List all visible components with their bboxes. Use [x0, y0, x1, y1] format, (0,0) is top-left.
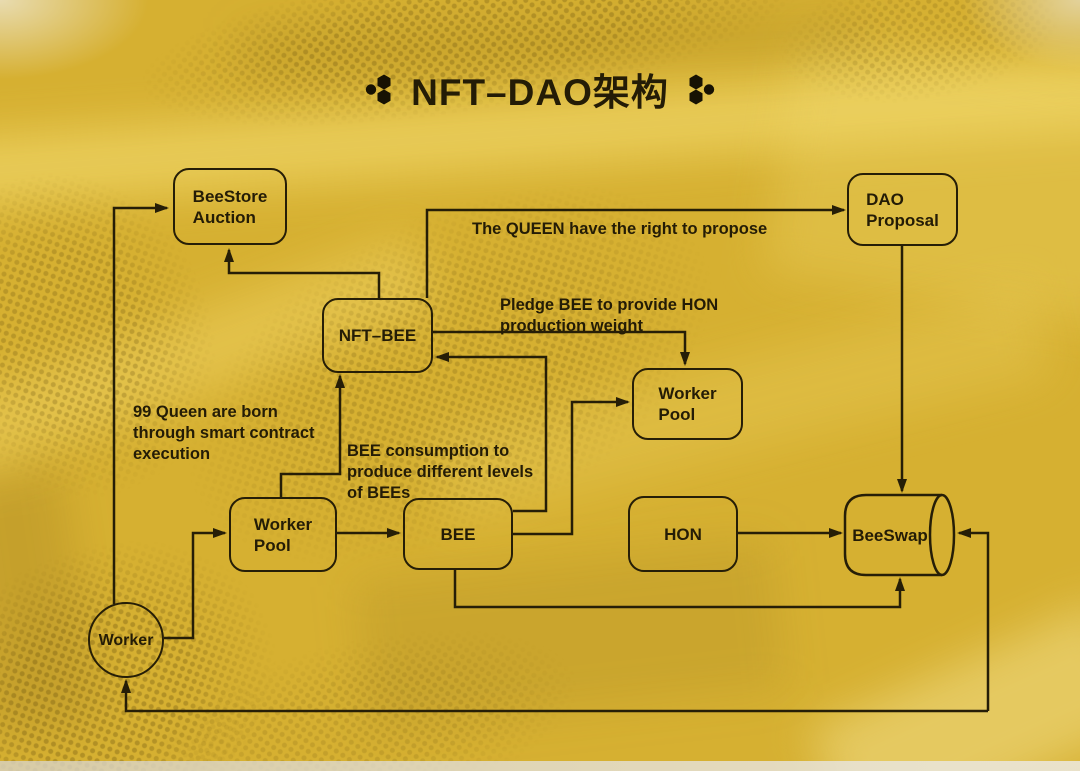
node-beestore-auction: BeeStore Auction	[173, 168, 287, 245]
beeswap-cylinder-cap	[928, 493, 956, 577]
edge-nftbee-to-worker-pool-right	[433, 330, 690, 366]
node-bee: BEE	[403, 498, 513, 570]
node-worker-pool-left: Worker Pool	[229, 497, 337, 572]
edge-bee-to-worker-pool-right	[513, 397, 630, 536]
edge-bee-to-nftbee	[435, 352, 548, 513]
edge-worker-to-worker-pool-left	[164, 528, 227, 640]
edge-bee-to-beeswap-bottom	[453, 570, 905, 609]
edge-worker-pool-left-to-nftbee	[279, 374, 345, 497]
node-dao-proposal: DAO Proposal	[847, 173, 958, 246]
annotation-99-queen: 99 Queen are born through smart contract…	[133, 403, 315, 463]
hexagon-cluster-icon-right	[689, 74, 715, 104]
diagram-title-row: NFT–DAO架构	[0, 62, 1080, 116]
annotation-pledge-bee: Pledge BEE to provide HON production wei…	[500, 296, 719, 335]
beeswap-cylinder-body	[843, 493, 942, 577]
edge-nftbee-to-beestore-auction	[224, 248, 381, 298]
edge-loop-to-worker-bottom	[121, 679, 988, 713]
node-beeswap-label: BeeSwap	[852, 525, 928, 545]
annotation-bee-consumption: BEE consumption to produce different lev…	[347, 442, 534, 502]
node-nft-bee: NFT–BEE	[322, 298, 433, 373]
node-worker-pool-right: Worker Pool	[632, 368, 743, 440]
node-worker: Worker	[88, 602, 164, 678]
hexagon-cluster-icon-left	[365, 74, 391, 104]
edge-loop-to-beeswap-right	[957, 528, 990, 711]
edge-worker-to-beestore-auction	[112, 203, 169, 604]
page-title: NFT–DAO架构	[411, 72, 669, 113]
edge-nftbee-to-dao-proposal	[425, 205, 846, 298]
annotation-queen-propose: The QUEEN have the right to propose	[472, 220, 768, 238]
node-hon: HON	[628, 496, 738, 572]
